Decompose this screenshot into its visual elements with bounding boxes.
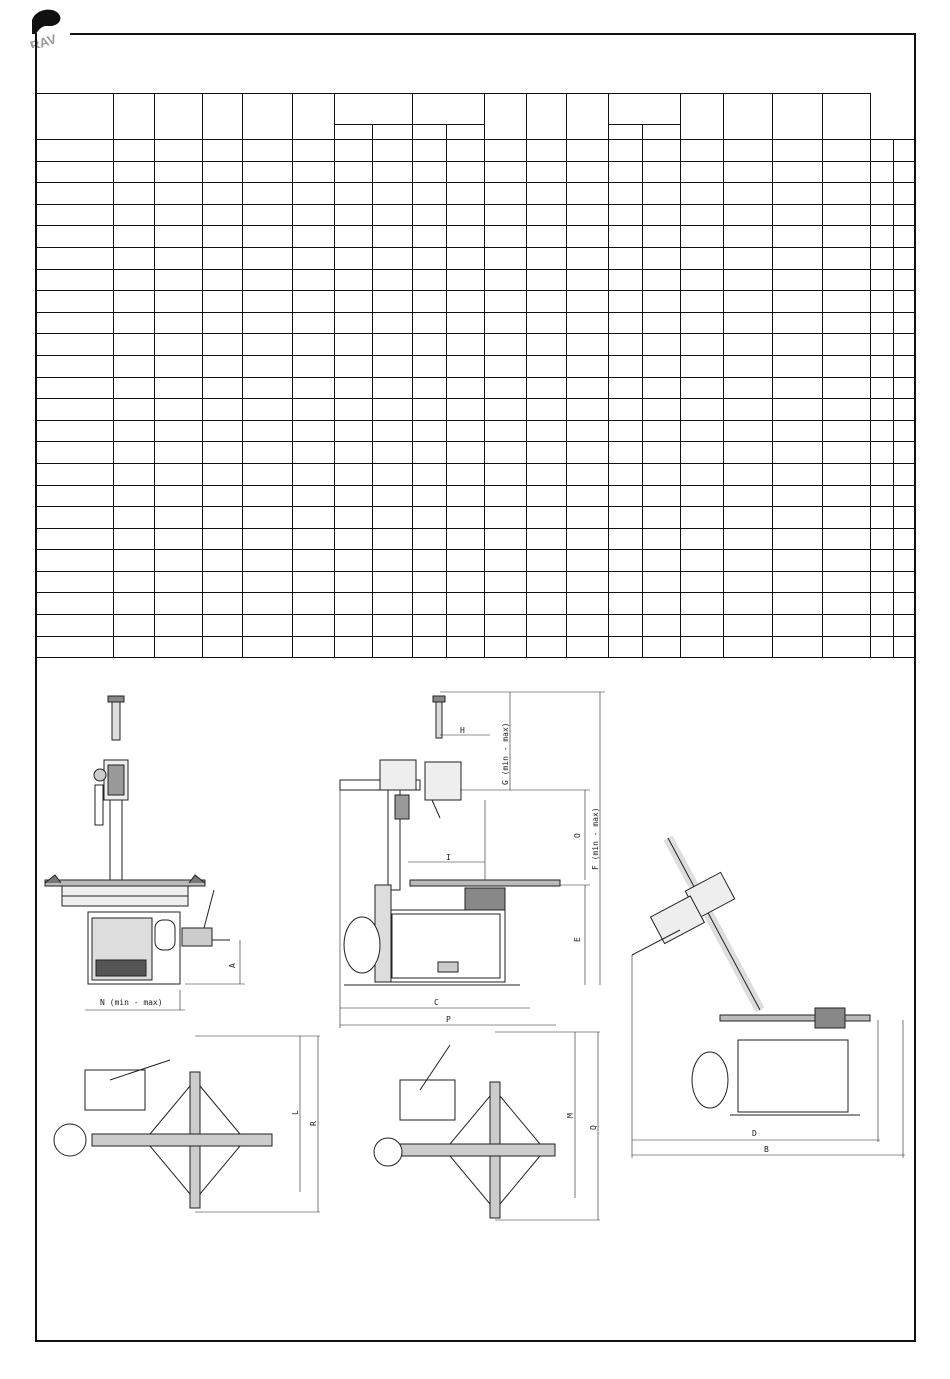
- dim-label-a: A: [228, 963, 237, 968]
- front-view-drawing: [44, 695, 245, 1011]
- table-cell: [892, 139, 916, 162]
- table-row: [35, 592, 916, 616]
- header-rule: [70, 33, 916, 35]
- dim-label-r: R: [309, 1121, 318, 1126]
- dim-label-o: O: [573, 833, 582, 838]
- page-frame: [35, 33, 916, 1342]
- table-cell: [822, 182, 871, 205]
- spec-table: [35, 93, 916, 659]
- table-row: [35, 160, 916, 184]
- table-row: [35, 376, 916, 400]
- table-cell: [892, 182, 916, 205]
- table-cell: [892, 225, 916, 248]
- dim-label-l: L: [291, 1110, 300, 1115]
- dim-label-q: Q: [589, 1125, 598, 1130]
- table-row: [35, 139, 916, 162]
- table-cell: [892, 203, 916, 227]
- table-header-row-1: [35, 93, 916, 140]
- table-row: [35, 419, 916, 443]
- top-view-right-drawing: [373, 1031, 600, 1221]
- dim-label-b: B: [764, 1145, 769, 1154]
- table-row: [35, 246, 916, 270]
- table-row: [35, 354, 916, 378]
- table-row: [35, 506, 916, 529]
- top-view-left-drawing: [53, 1035, 320, 1213]
- table-row: [35, 182, 916, 205]
- table-header-row-2: [36, 124, 916, 140]
- dim-label-e: E: [573, 937, 582, 942]
- table-row: [35, 614, 916, 637]
- dim-label-h: H: [460, 726, 465, 735]
- table-row: [35, 311, 916, 335]
- table-row: [35, 462, 916, 486]
- table-cell: [892, 160, 916, 184]
- group-header-3: [608, 93, 681, 125]
- table-cell: [822, 203, 871, 227]
- table-cell: [822, 635, 871, 659]
- dim-label-p: P: [446, 1015, 451, 1024]
- table-row: [35, 290, 916, 313]
- dim-label-i: I: [446, 853, 451, 862]
- table-row: [35, 268, 916, 292]
- table-row: [35, 570, 916, 594]
- dim-label-f: F (min - max): [591, 807, 600, 870]
- table-row: [35, 398, 916, 421]
- table-cell: [822, 160, 871, 184]
- dim-label-g: G (min - max): [501, 722, 510, 785]
- group-header-2: [412, 93, 485, 125]
- table-row: [35, 225, 916, 248]
- table-row: [35, 203, 916, 227]
- dim-label-m: M: [566, 1113, 575, 1118]
- dim-label-c: C: [434, 998, 439, 1007]
- table-cell: [822, 139, 871, 162]
- table-cell: [822, 225, 871, 248]
- dim-label-n: N (min - max): [100, 998, 163, 1007]
- tilted-view-drawing: [631, 835, 905, 1158]
- side-view-drawing: [339, 691, 605, 1028]
- dim-label-d: D: [752, 1129, 757, 1138]
- table-cell: [892, 635, 916, 659]
- table-row: [35, 635, 916, 659]
- table-row: [35, 333, 916, 356]
